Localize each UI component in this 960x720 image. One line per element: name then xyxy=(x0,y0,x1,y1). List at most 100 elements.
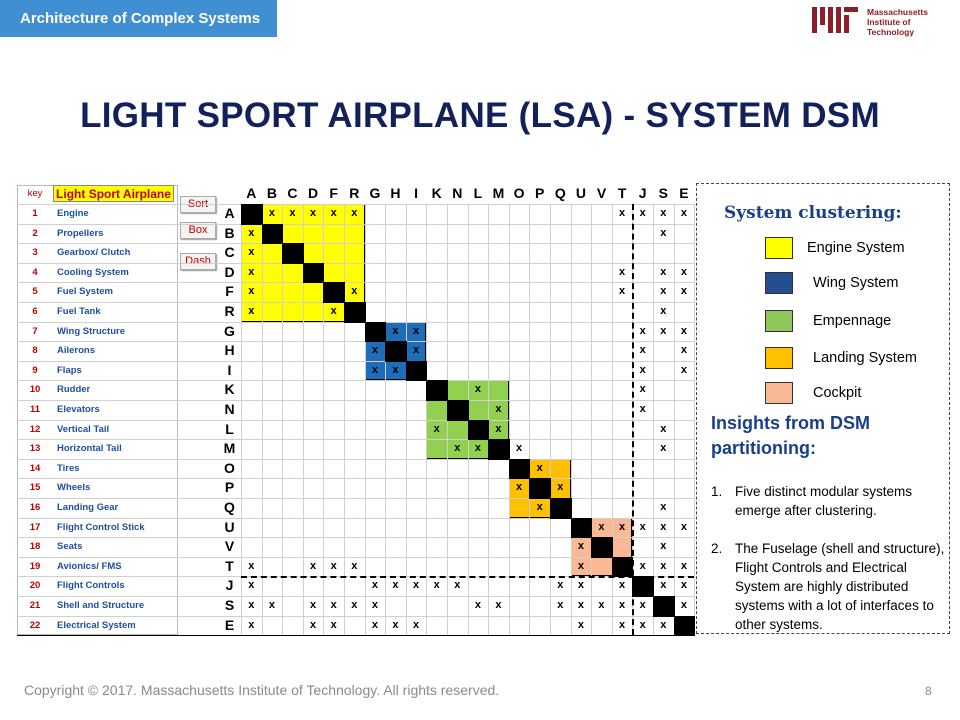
row-number: 9 xyxy=(32,364,38,376)
insight-number: 1. xyxy=(711,484,723,499)
dependency-mark: x xyxy=(248,246,255,259)
dependency-mark: x xyxy=(660,207,667,219)
insight-text: Five distinct modular systems emerge aft… xyxy=(735,484,913,518)
dependency-mark: x xyxy=(557,481,564,494)
dependency-mark: x xyxy=(639,383,646,396)
row-number: 17 xyxy=(29,521,41,533)
diagonal-cell xyxy=(282,243,304,264)
dependency-mark: x xyxy=(680,344,687,357)
legend-box xyxy=(696,183,950,634)
dependency-mark: x xyxy=(268,207,275,219)
dependency-mark: x xyxy=(619,579,626,592)
row-code: B xyxy=(224,224,235,241)
grid-line-h xyxy=(17,282,695,284)
grid-line-h xyxy=(17,478,695,480)
row-name: Horizontal Tail xyxy=(57,443,122,455)
dependency-mark: x xyxy=(680,207,687,219)
dependency-mark: x xyxy=(660,559,667,572)
row-code: F xyxy=(225,283,234,300)
row-name: Electrical System xyxy=(57,619,136,631)
column-header: E xyxy=(679,185,689,201)
dependency-mark: x xyxy=(598,520,605,533)
partition-line-h xyxy=(241,576,695,579)
dependency-mark: x xyxy=(639,324,646,337)
row-name: Fuel System xyxy=(57,286,113,298)
dependency-mark: x xyxy=(680,599,687,611)
legend-swatch xyxy=(765,382,793,404)
dependency-mark: x xyxy=(392,579,399,592)
legend-label: Cockpit xyxy=(813,385,862,401)
column-header: B xyxy=(266,185,277,201)
dependency-mark: x xyxy=(351,559,358,572)
row-name: Elevators xyxy=(57,404,100,415)
dependency-mark: x xyxy=(474,442,481,455)
dependency-mark: x xyxy=(495,422,502,435)
row-code: L xyxy=(225,420,234,437)
column-header: F xyxy=(329,185,338,201)
dependency-mark: x xyxy=(660,442,667,455)
institution-name: Massachusetts Institute of Technology xyxy=(867,7,928,37)
dependency-mark: x xyxy=(392,324,399,337)
dependency-mark: x xyxy=(248,305,255,317)
row-name: Vertical Tail xyxy=(57,423,110,435)
column-header: J xyxy=(638,185,647,201)
course-banner: Architecture of Complex Systems xyxy=(0,0,277,37)
column-header: I xyxy=(414,185,419,201)
row-name: Shell and Structure xyxy=(57,600,145,611)
diagonal-cell xyxy=(508,458,531,480)
dependency-mark: x xyxy=(371,363,378,376)
dash-button[interactable]: Dash xyxy=(180,253,216,270)
row-name: Fuel Tank xyxy=(57,306,101,317)
legend-label: Wing System xyxy=(813,275,899,291)
row-name: Propellers xyxy=(57,227,104,239)
diagonal-cell xyxy=(426,380,448,401)
dependency-mark: x xyxy=(639,618,646,631)
grid-line-h xyxy=(17,380,695,382)
dependency-mark: x xyxy=(413,324,420,337)
legend-swatch xyxy=(765,310,793,332)
column-header: T xyxy=(617,185,627,201)
grid-line-h xyxy=(17,537,695,539)
diagonal-cell xyxy=(302,262,325,284)
copyright: Copyright © 2017. Massachusetts Institut… xyxy=(24,682,500,698)
dependency-mark: x xyxy=(413,579,420,592)
dependency-mark: x xyxy=(248,618,255,631)
column-header: U xyxy=(575,185,586,201)
row-name: Flight Control Stick xyxy=(57,521,145,533)
diagonal-cell xyxy=(447,400,469,421)
mit-logo xyxy=(812,7,858,33)
row-name: Gearbox/ Clutch xyxy=(57,247,131,259)
dependency-mark: x xyxy=(433,579,440,592)
diagonal-cell xyxy=(323,282,345,303)
diagonal-cell xyxy=(385,341,407,362)
dependency-mark: x xyxy=(680,265,687,278)
row-name: Avionics/ FMS xyxy=(57,560,122,572)
row-number: 16 xyxy=(29,502,41,513)
row-name: Engine xyxy=(57,208,89,219)
column-header: S xyxy=(658,185,668,201)
legend-title: System clustering: xyxy=(724,203,902,223)
grid-line-h xyxy=(17,204,695,205)
dependency-mark: x xyxy=(660,226,667,239)
dependency-mark: x xyxy=(268,599,275,611)
dependency-mark: x xyxy=(371,579,378,592)
box-button[interactable]: Box xyxy=(180,222,216,239)
row-name: Wing Structure xyxy=(57,325,125,337)
diagonal-cell xyxy=(467,419,490,441)
column-header: P xyxy=(535,185,545,201)
dependency-mark: x xyxy=(577,579,584,592)
dependency-mark: x xyxy=(639,520,646,533)
dependency-mark: x xyxy=(619,285,626,298)
row-number: 18 xyxy=(29,541,41,553)
dependency-mark: x xyxy=(330,559,337,572)
dependency-mark: x xyxy=(680,520,687,533)
column-header: D xyxy=(308,185,319,201)
dependency-mark: x xyxy=(310,618,317,631)
dependency-mark: x xyxy=(248,579,255,592)
dependency-mark: x xyxy=(598,599,605,611)
row-name: Cooling System xyxy=(57,266,129,278)
row-number: 14 xyxy=(29,462,41,474)
dependency-mark: x xyxy=(680,559,687,572)
row-code: A xyxy=(224,205,235,221)
